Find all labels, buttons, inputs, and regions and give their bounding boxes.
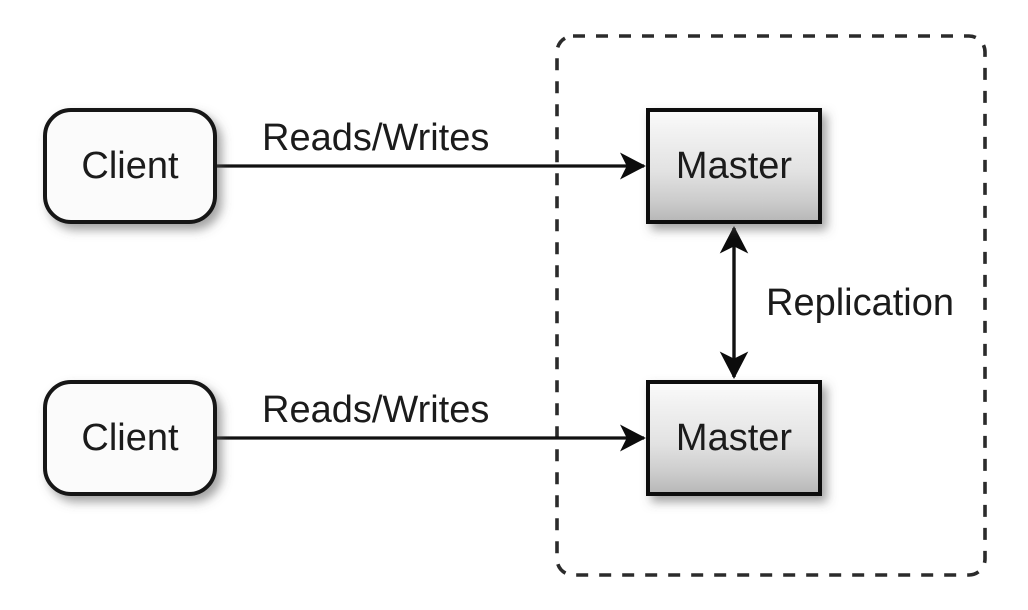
node-client-top-label: Client (81, 145, 179, 187)
edge-label-replication: Replication (766, 282, 954, 324)
edge-label-reads-writes-top: Reads/Writes (262, 117, 489, 159)
node-master-top[interactable]: Master (646, 108, 822, 224)
node-master-bottom-label: Master (676, 417, 792, 459)
node-client-bottom-label: Client (81, 417, 179, 459)
node-master-top-label: Master (676, 145, 792, 187)
replication-cluster-boundary (555, 34, 987, 577)
node-master-bottom[interactable]: Master (646, 380, 822, 496)
node-client-bottom[interactable]: Client (43, 380, 217, 496)
edge-label-reads-writes-bottom: Reads/Writes (262, 389, 489, 431)
node-client-top[interactable]: Client (43, 108, 217, 224)
